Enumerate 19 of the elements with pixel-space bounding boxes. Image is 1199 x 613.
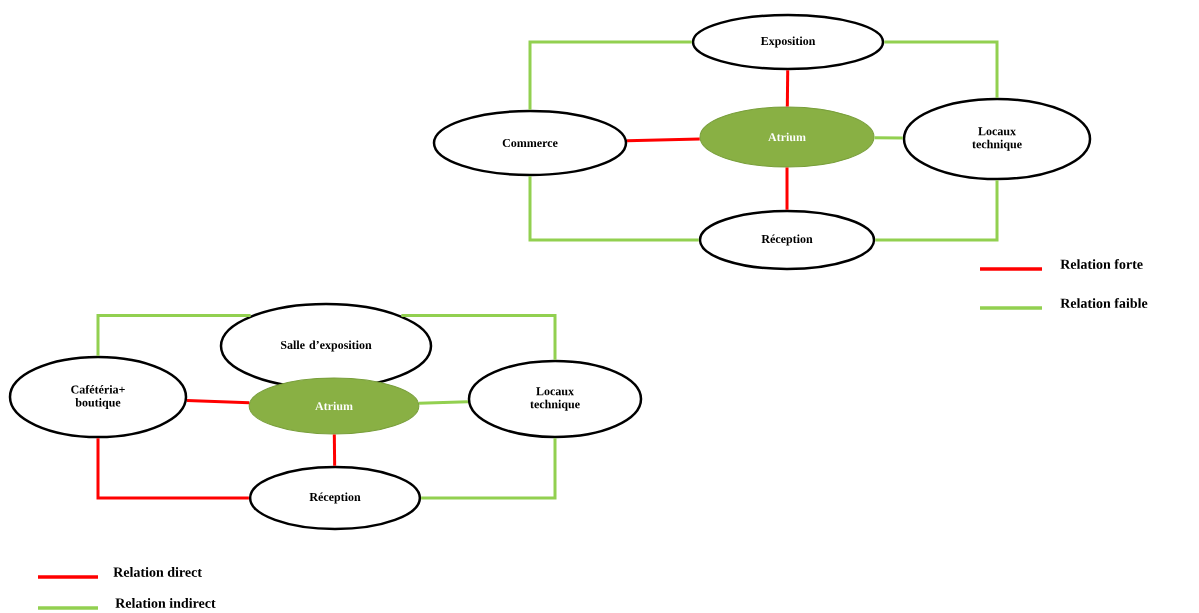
connector-line (401, 314, 557, 360)
connector-line (528, 40, 692, 110)
legend-label: Relation faible (1060, 298, 1148, 308)
connector-line (875, 180, 999, 242)
connector-line (785, 70, 790, 107)
connector-line (421, 438, 557, 500)
connector-line (785, 167, 789, 210)
connector-line (96, 314, 251, 356)
connector-line (418, 400, 469, 405)
connector-line (332, 434, 337, 466)
connector-line (874, 136, 903, 140)
connector-line (528, 176, 699, 242)
connector-line (884, 40, 999, 98)
connector-line (186, 398, 250, 405)
legend-label: Relation forte (1060, 259, 1143, 269)
legend-label: Relation indirect (115, 598, 216, 608)
connector-line (96, 438, 249, 500)
legend-label: Relation direct (113, 567, 202, 577)
connector-line (627, 137, 700, 143)
